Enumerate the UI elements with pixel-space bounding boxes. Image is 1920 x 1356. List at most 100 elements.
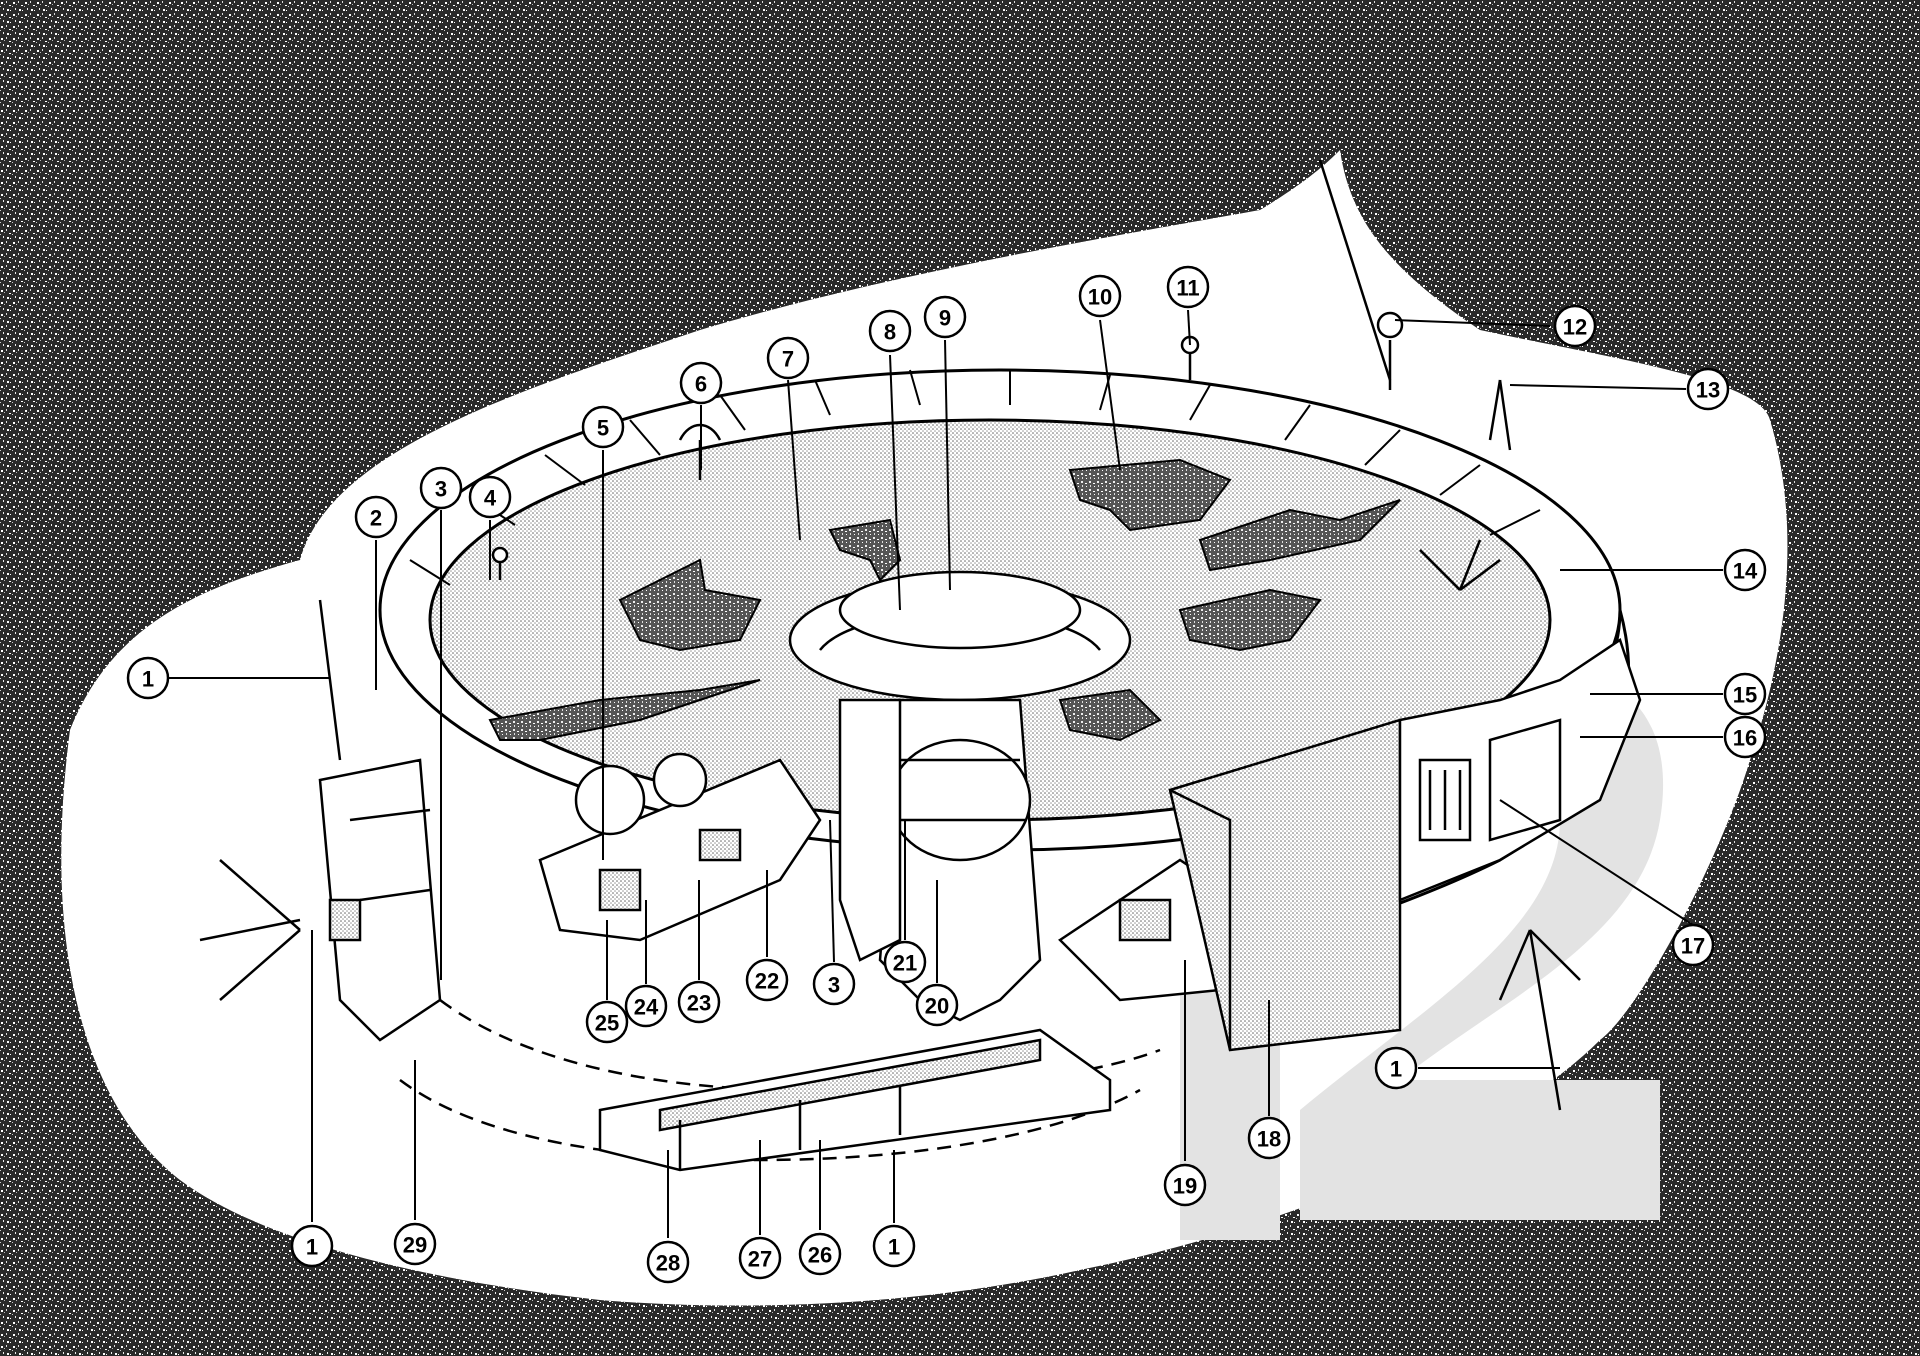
callout-circle — [812, 962, 856, 1006]
callout-number: 11 — [1176, 276, 1199, 301]
callout-number: 12 — [1563, 315, 1587, 340]
cutaway-hangar — [1168, 638, 1642, 1052]
callout-circle — [585, 1000, 629, 1044]
callout-number: 1 — [1390, 1057, 1402, 1082]
callout-c17: 17 — [1671, 923, 1715, 967]
callout-c4: 4 — [468, 475, 512, 519]
callout-c8: 8 — [868, 309, 912, 353]
callout-circle — [923, 295, 967, 339]
callout-c1c: 1 — [290, 1224, 334, 1268]
callout-c21: 21 — [883, 940, 927, 984]
callout-c1d: 1 — [872, 1224, 916, 1268]
callout-circle — [354, 495, 398, 539]
callout-circle — [1723, 672, 1767, 716]
watermark-graphic — [1180, 671, 1664, 1240]
callout-c25: 25 — [585, 1000, 629, 1044]
left-tower — [199, 599, 442, 1042]
callout-circle — [126, 656, 170, 700]
callout-circle — [872, 1224, 916, 1268]
callout-number: 7 — [782, 347, 794, 372]
callout-number: 1 — [142, 667, 154, 692]
callout-c7: 7 — [766, 336, 810, 380]
callout-c13: 13 — [1686, 367, 1730, 411]
left-module-complex — [538, 752, 822, 942]
callout-number: 25 — [595, 1011, 619, 1036]
callout-c18: 18 — [1247, 1116, 1291, 1160]
callout-circle — [393, 1222, 437, 1266]
callout-circle — [290, 1224, 334, 1268]
callout-circle — [883, 940, 927, 984]
antennas — [219, 159, 1581, 1111]
callout-number: 5 — [597, 416, 609, 441]
callout-circle — [1723, 548, 1767, 592]
callout-c12: 12 — [1553, 304, 1597, 348]
callout-number: 27 — [748, 1247, 772, 1272]
callout-c1a: 1 — [126, 656, 170, 700]
callout-number: 10 — [1088, 285, 1112, 310]
callout-number: 28 — [656, 1251, 680, 1276]
callout-c10: 10 — [1078, 274, 1122, 318]
callout-circle — [1553, 304, 1597, 348]
callout-circle — [1374, 1046, 1418, 1090]
callout-c15: 15 — [1723, 672, 1767, 716]
callout-number: 6 — [695, 372, 707, 397]
callout-c14: 14 — [1723, 548, 1767, 592]
callout-number: 19 — [1173, 1174, 1197, 1199]
callout-number: 23 — [687, 991, 711, 1016]
callout-c20: 20 — [915, 983, 959, 1027]
callout-c24: 24 — [624, 984, 668, 1028]
leader-lines — [168, 309, 1723, 1238]
callout-circle — [868, 309, 912, 353]
callout-number: 22 — [755, 969, 779, 994]
callout-number: 1 — [888, 1235, 900, 1260]
callout-circle — [677, 980, 721, 1024]
callout-c23: 23 — [677, 980, 721, 1024]
callout-c9: 9 — [923, 295, 967, 339]
callout-c11: 11 — [1166, 265, 1210, 309]
callout-number: 3 — [435, 477, 447, 502]
callout-circle — [798, 1232, 842, 1276]
callout-circle — [1247, 1116, 1291, 1160]
callout-c5: 5 — [581, 405, 625, 449]
callout-circle — [1723, 715, 1767, 759]
callout-circle — [738, 1236, 782, 1280]
callout-number: 2 — [370, 506, 382, 531]
callout-circle — [581, 405, 625, 449]
callout-c29: 29 — [393, 1222, 437, 1266]
callout-c3a: 3 — [419, 466, 463, 510]
callout-c27: 27 — [738, 1236, 782, 1280]
callout-circle — [1686, 367, 1730, 411]
callout-circle — [1166, 265, 1210, 309]
callout-number: 14 — [1733, 559, 1758, 584]
central-dish-tower — [788, 570, 1132, 1022]
callout-c6: 6 — [679, 361, 723, 405]
callout-c28: 28 — [646, 1240, 690, 1284]
callout-number: 16 — [1733, 726, 1757, 751]
callout-c3b: 3 — [812, 962, 856, 1006]
callout-circle — [646, 1240, 690, 1284]
callout-circle — [915, 983, 959, 1027]
callout-number: 24 — [634, 995, 659, 1020]
callout-circle — [419, 466, 463, 510]
callout-c19: 19 — [1163, 1163, 1207, 1207]
callout-circle — [1163, 1163, 1207, 1207]
callout-number: 9 — [939, 306, 951, 331]
callout-number: 17 — [1681, 934, 1705, 959]
callout-circle — [1078, 274, 1122, 318]
callout-c1b: 1 — [1374, 1046, 1418, 1090]
callout-circle — [468, 475, 512, 519]
callout-number: 3 — [828, 973, 840, 998]
callout-circle — [745, 958, 789, 1002]
callout-circle — [679, 361, 723, 405]
callout-c2: 2 — [354, 495, 398, 539]
callout-circle — [766, 336, 810, 380]
callout-number: 13 — [1696, 378, 1720, 403]
callout-number: 1 — [306, 1235, 318, 1260]
callout-circle — [624, 984, 668, 1028]
callout-number: 29 — [403, 1233, 427, 1258]
callout-number: 15 — [1733, 683, 1757, 708]
crater-rock-islands — [488, 458, 1401, 742]
